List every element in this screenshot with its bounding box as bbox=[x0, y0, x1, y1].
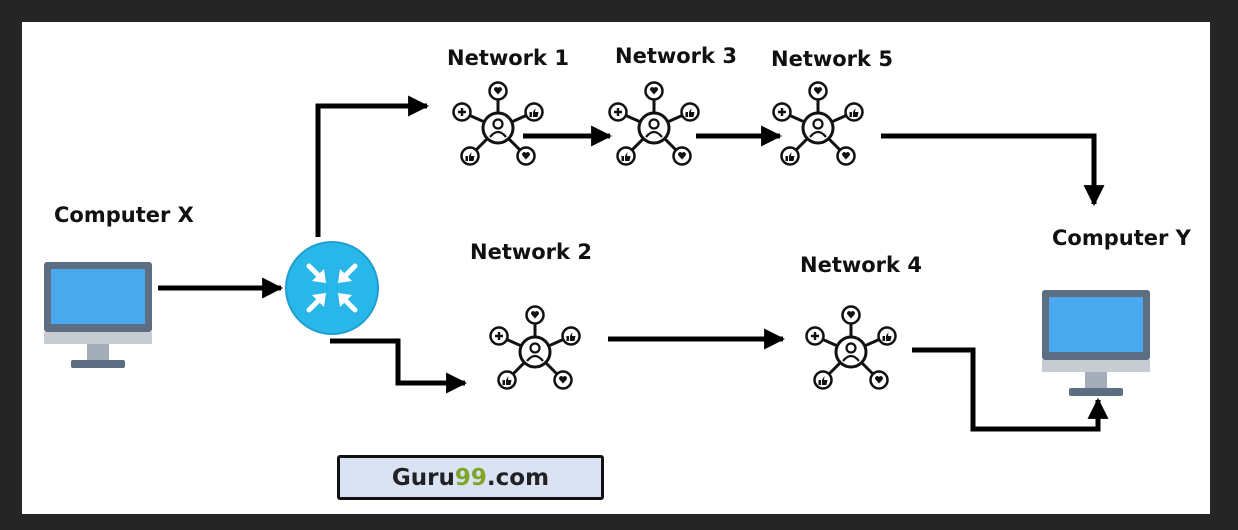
brand-prefix: Guru bbox=[391, 464, 455, 491]
network-1-label: Network 1 bbox=[447, 46, 569, 70]
network-3-label: Network 3 bbox=[615, 44, 737, 68]
edge-network-4-to-computer-y bbox=[912, 347, 1109, 432]
edge-router-to-network-2 bbox=[330, 338, 468, 394]
network-2-icon bbox=[489, 305, 581, 390]
edge-network-5-to-computer-y bbox=[881, 133, 1105, 207]
router-icon bbox=[285, 241, 379, 335]
network-4-label: Network 4 bbox=[800, 253, 922, 277]
computer-y-icon bbox=[1042, 290, 1150, 396]
edge-router-to-network-1 bbox=[315, 95, 430, 237]
computer-x-icon bbox=[44, 262, 152, 368]
computer-x-label: Computer X bbox=[54, 203, 194, 227]
network-5-label: Network 5 bbox=[771, 47, 893, 71]
brand-highlight: 99 bbox=[454, 464, 487, 491]
network-3-icon bbox=[608, 81, 700, 166]
network-4-icon bbox=[805, 305, 897, 390]
network-5-icon bbox=[772, 81, 864, 166]
brand-suffix: .com bbox=[486, 464, 550, 491]
network-2-label: Network 2 bbox=[470, 240, 592, 264]
network-1-icon bbox=[452, 81, 544, 166]
computer-y-label: Computer Y bbox=[1052, 226, 1191, 250]
